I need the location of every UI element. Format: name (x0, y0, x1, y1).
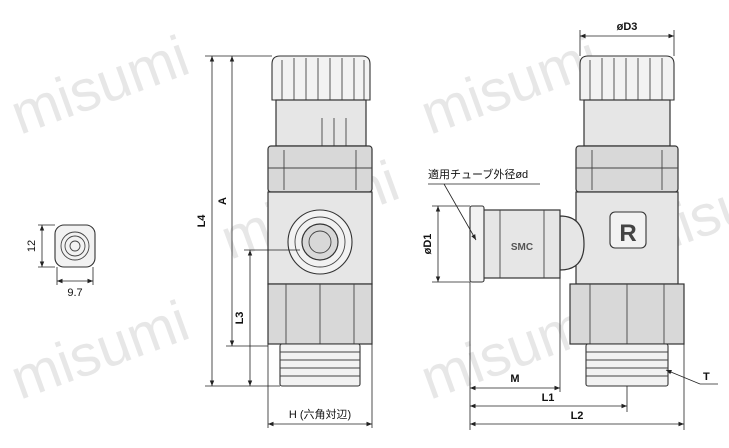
side-view: R SMC øD3 øD1 適用チューブ外 (422, 21, 718, 430)
dim-side-height: 12 (26, 240, 38, 252)
dim-h: H (六角対辺) (289, 407, 351, 421)
dim-l1: L1 (542, 392, 555, 404)
tube-fitting (481, 209, 561, 279)
side-thread (585, 343, 669, 387)
r-mark-box (609, 211, 647, 249)
dim-a: A (217, 197, 229, 205)
watermark-text: misumi (2, 288, 197, 412)
end-view-inner-ring (64, 235, 86, 257)
label-tube-od: 適用チューブ外径ød (428, 167, 528, 181)
watermark-text: misumi (412, 23, 607, 147)
front-knob-body (275, 99, 367, 147)
front-view: L4 A L3 H (六角対辺) (196, 55, 373, 428)
front-knob-cap (271, 55, 371, 101)
tube-release-collar (469, 205, 485, 283)
dim-d1: øD1 (422, 234, 434, 255)
end-view: 12 9.7 (26, 224, 96, 299)
side-lock-ring (575, 145, 679, 193)
dim-l2: L2 (571, 410, 584, 422)
dim-d3: øD3 (617, 21, 638, 33)
side-knob-body (583, 99, 671, 147)
r-mark: R (619, 220, 636, 247)
smc-logo: SMC (511, 242, 533, 253)
side-knob-cap (579, 55, 675, 101)
end-view-bore (69, 240, 81, 252)
dim-side-width: 9.7 (67, 287, 82, 299)
end-view-ring (60, 231, 90, 261)
end-view-outline (54, 224, 96, 268)
dim-m: M (510, 373, 519, 385)
front-port (301, 223, 339, 261)
dim-l3: L3 (234, 312, 246, 325)
label-thread-t: T (703, 371, 710, 383)
elbow-joint (559, 215, 585, 271)
dim-l4: L4 (196, 214, 208, 228)
front-thread (279, 343, 361, 387)
watermark-text: misumi (2, 23, 197, 147)
